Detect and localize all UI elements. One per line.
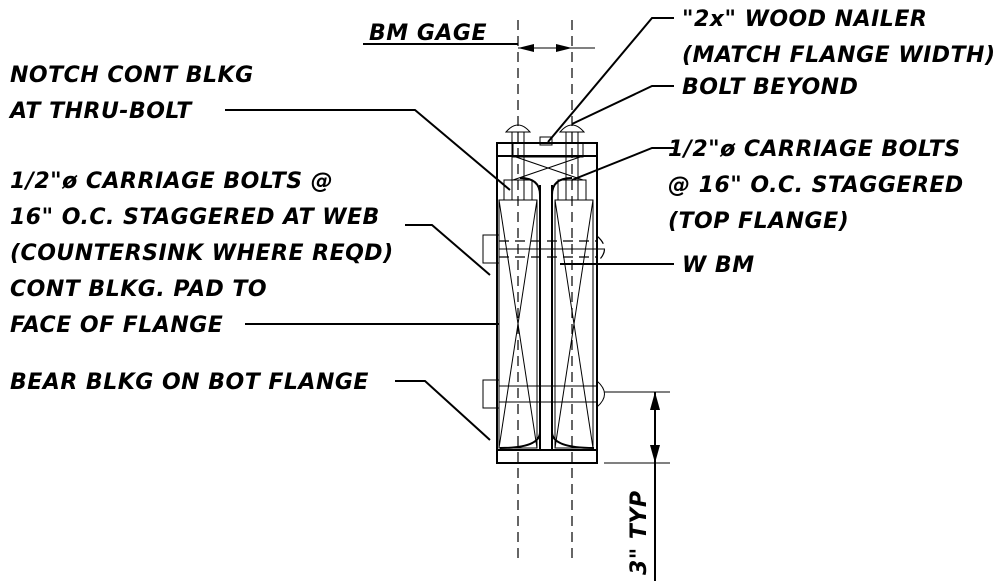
leader-nailer <box>547 17 674 143</box>
label-cont-blkg-line2: FACE OF FLANGE <box>10 313 223 338</box>
leader-bear-blkg <box>395 380 491 441</box>
label-carriage-web-line1: 1/2"ø CARRIAGE BOLTS @ <box>10 169 333 194</box>
label-carriage-web-line3: (COUNTERSINK WHERE REQD) <box>10 241 394 266</box>
label-bear-blkg: BEAR BLKG ON BOT FLANGE <box>10 370 369 395</box>
bm-gage-dimension <box>363 43 595 52</box>
cont-blocking <box>498 155 594 449</box>
label-w-bm: W BM <box>682 253 755 278</box>
labels: BM GAGE "2x" WOOD NAILER (MATCH FLANGE W… <box>8 7 996 576</box>
leader-bolt-beyond <box>571 85 674 125</box>
label-carriage-top-line2: @ 16" O.C. STAGGERED <box>668 173 964 198</box>
leader-lines <box>225 17 674 441</box>
label-carriage-top-line1: 1/2"ø CARRIAGE BOLTS <box>668 137 961 162</box>
label-bm-gage: BM GAGE <box>369 21 487 46</box>
label-carriage-top-line3: (TOP FLANGE) <box>668 209 849 234</box>
leader-notch <box>225 109 511 191</box>
label-cont-blkg-line1: CONT BLKG. PAD TO <box>10 277 267 302</box>
bottom-thru-bolt <box>482 379 605 409</box>
label-carriage-web-line2: 16" O.C. STAGGERED AT WEB <box>10 205 380 230</box>
top-carriage-bolts <box>503 124 587 201</box>
label-typ-dimension: 3" TYP <box>627 491 652 576</box>
gage-centerlines <box>517 20 573 560</box>
typ-dimension <box>604 391 670 581</box>
wood-nailer <box>512 136 584 158</box>
label-notch-line1: NOTCH CONT BLKG <box>10 63 254 88</box>
label-bolt-beyond: BOLT BEYOND <box>682 75 858 100</box>
label-notch-line2: AT THRU-BOLT <box>8 99 193 124</box>
web-thru-bolt <box>482 234 606 264</box>
label-nailer-line1: "2x" WOOD NAILER <box>682 7 927 32</box>
leader-carriage-web <box>405 224 491 276</box>
label-nailer-line2: (MATCH FLANGE WIDTH) <box>682 43 996 68</box>
leader-carriage-top <box>571 147 674 181</box>
